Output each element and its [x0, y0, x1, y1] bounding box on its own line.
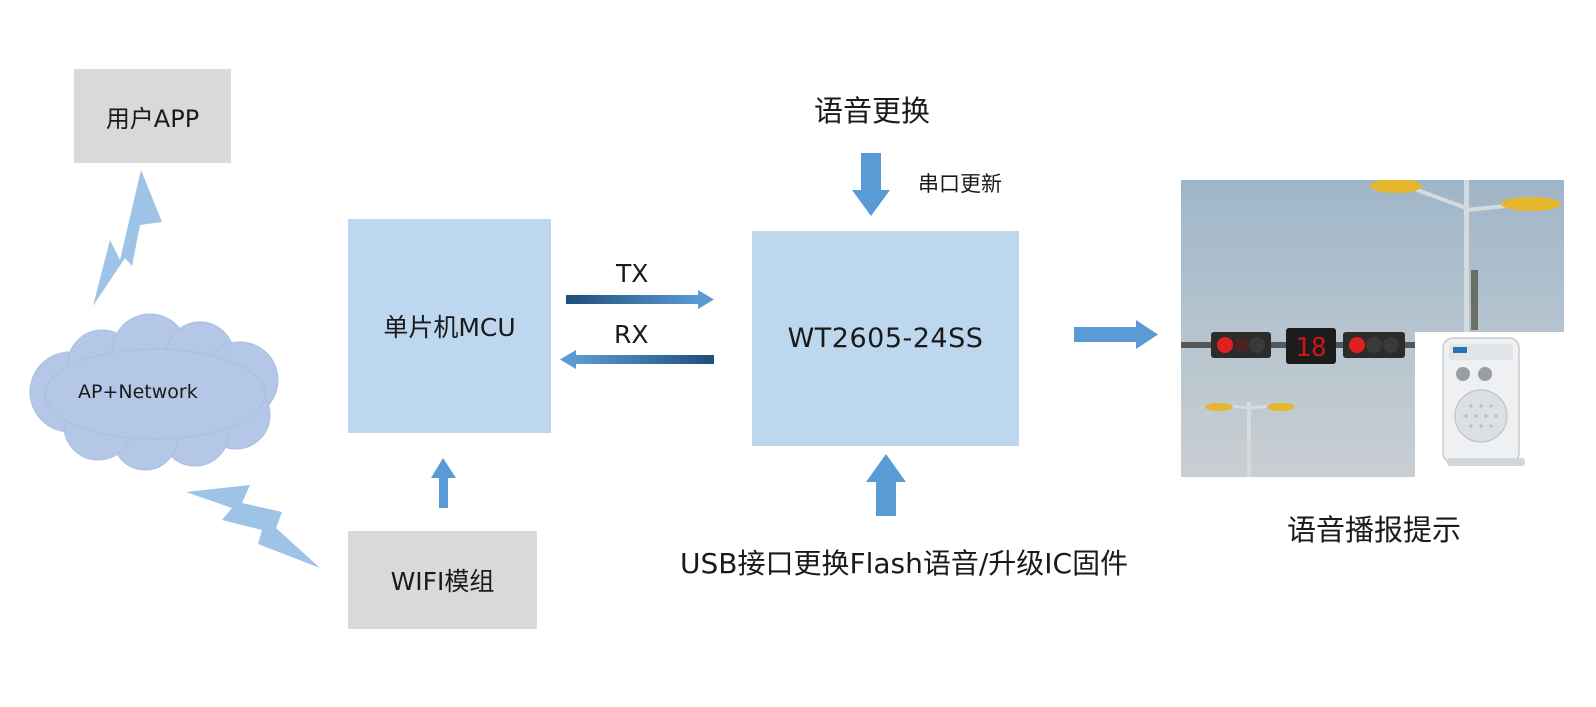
wifi-module-box: WIFI模组: [348, 531, 537, 629]
rx-arrow: [560, 350, 714, 369]
network-cloud-label: AP+Network: [78, 381, 198, 403]
countdown-display: 18: [1286, 328, 1336, 364]
wt2605-chip-label: WT2605-24SS: [787, 323, 984, 354]
user-app-label: 用户APP: [105, 104, 200, 133]
serial-update-label: 串口更新: [918, 172, 1002, 196]
rx-label: RX: [614, 320, 649, 349]
wireless-bolt-lower: [186, 485, 320, 568]
usb-update-label: USB接口更换Flash语音/升级IC固件: [680, 547, 1129, 580]
wt2605-chip-box: WT2605-24SS: [752, 231, 1019, 446]
traffic-light-right: [1343, 332, 1405, 358]
wireless-bolt-upper: [93, 170, 162, 306]
user-app-box: 用户APP: [74, 69, 231, 163]
mcu-box: 单片机MCU: [348, 219, 551, 433]
voice-change-label: 语音更换: [814, 94, 931, 128]
voice-device-image: [1415, 332, 1564, 477]
tx-label: TX: [616, 259, 649, 288]
wifi-module-label: WIFI模组: [390, 567, 495, 596]
serial-update-arrow: [852, 153, 890, 216]
network-cloud-shape: [29, 313, 279, 471]
mcu-label: 单片机MCU: [383, 313, 516, 342]
output-label: 语音播报提示: [1287, 513, 1462, 547]
street-lamp-upper: [1370, 180, 1561, 340]
tx-arrow: [566, 290, 714, 309]
usb-update-arrow: [866, 454, 906, 516]
wifi-to-mcu-arrow: [431, 458, 456, 508]
chip-to-output-arrow: [1074, 320, 1158, 349]
traffic-light-photo: 18: [1181, 180, 1564, 477]
street-lamp-lower: [1205, 402, 1295, 477]
countdown-digits: 18: [1295, 333, 1326, 363]
traffic-light-left: [1211, 332, 1271, 358]
